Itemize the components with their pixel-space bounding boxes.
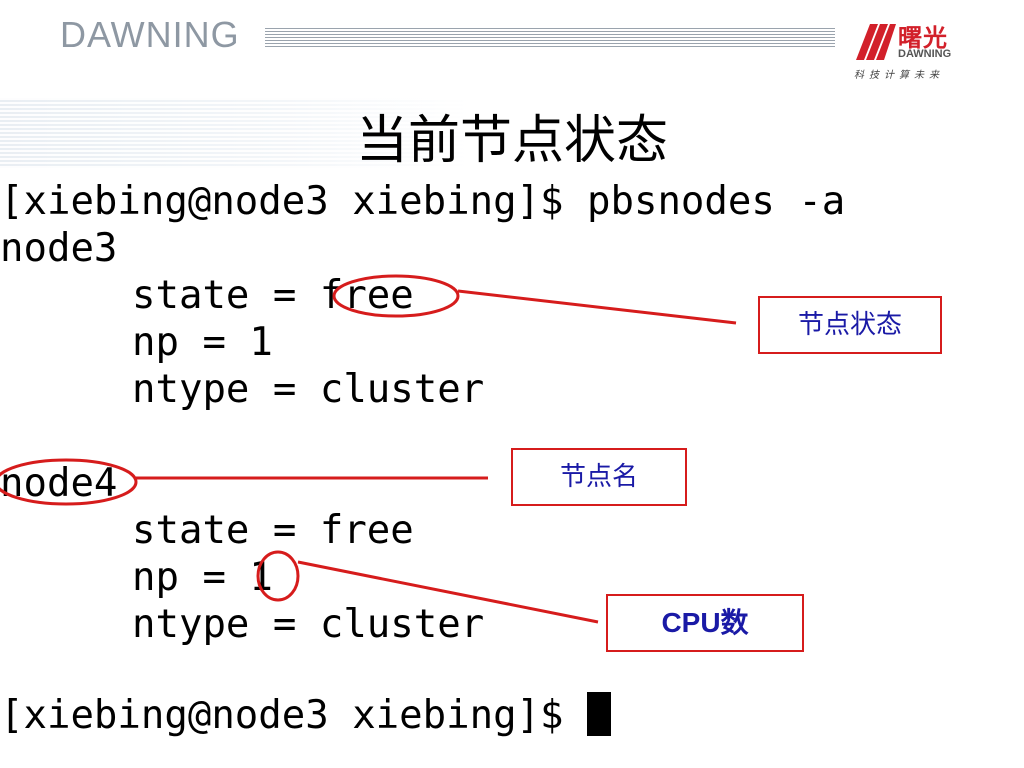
callout-cpu-count: CPU数 xyxy=(606,594,804,652)
callout-node-state: 节点状态 xyxy=(758,296,942,354)
node-name-line: node4 xyxy=(0,461,118,506)
node-state-line: state = free xyxy=(132,508,414,553)
slide-title: 当前节点状态 xyxy=(355,111,668,171)
command-line: [xiebing@node3 xiebing]$ pbsnodes -a xyxy=(0,179,846,224)
shell-prompt: [xiebing@node3 xiebing]$ xyxy=(0,693,587,738)
header-decoration-lines xyxy=(265,28,835,48)
title-background-band xyxy=(0,98,470,168)
node-ntype-line: ntype = cluster xyxy=(132,367,485,412)
terminal-cursor xyxy=(587,692,611,736)
brand-wordmark: DAWNING xyxy=(60,14,240,55)
shell-prompt-line: [xiebing@node3 xiebing]$ xyxy=(0,692,611,739)
company-logo: 曙光 DAWNING 科技计算未来 xyxy=(852,18,967,82)
dawning-logo-icon xyxy=(856,24,896,60)
logo-chinese-name: 曙光 xyxy=(898,24,948,52)
state-connector-line xyxy=(457,289,737,325)
node-np-line: np = 1 xyxy=(132,555,273,600)
node-name-line: node3 xyxy=(0,226,118,271)
node-state-line: state = free xyxy=(132,273,414,318)
node-ntype-line: ntype = cluster xyxy=(132,602,485,647)
logo-tagline: 科技计算未来 xyxy=(854,70,944,81)
callout-node-name: 节点名 xyxy=(511,448,687,506)
node-np-line: np = 1 xyxy=(132,320,273,365)
logo-english-name: DAWNING xyxy=(898,48,952,60)
